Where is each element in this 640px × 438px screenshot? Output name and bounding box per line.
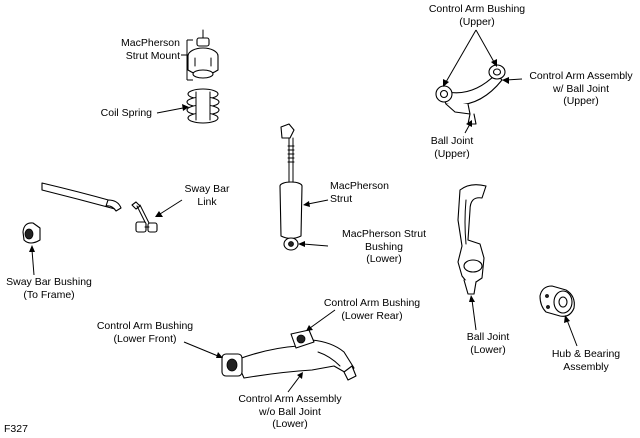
sway-bar-link-part — [131, 201, 158, 233]
label-strut-mount: MacPherson Strut Mount — [121, 37, 180, 62]
label-control-arm-bushing-lower-rear: Control Arm Bushing (Lower Rear) — [323, 297, 421, 322]
label-strut-bushing-lower: MacPherson Strut Bushing (Lower) — [341, 228, 427, 265]
upper-control-arm-part — [435, 64, 506, 125]
leader-lines — [29, 29, 578, 393]
label-sway-bar-link: Sway Bar Link — [184, 183, 230, 208]
sway-bar-bushing-part — [22, 222, 41, 244]
lower-control-arm-part — [221, 329, 357, 381]
label-control-arm-bushing-upper: Control Arm Bushing (Upper) — [428, 3, 526, 28]
label-control-arm-assembly-lower: Control Arm Assembly w/o Ball Joint (Low… — [238, 393, 342, 430]
label-macpherson-strut: MacPherson Strut — [330, 180, 389, 205]
label-sway-bar-bushing: Sway Bar Bushing (To Frame) — [6, 276, 92, 301]
label-control-arm-assembly-upper: Control Arm Assembly w/ Ball Joint (Uppe… — [529, 70, 633, 107]
steering-knuckle-part — [457, 184, 487, 295]
label-hub-bearing-assembly: Hub & Bearing Assembly — [551, 348, 621, 373]
sway-bar-part — [41, 182, 122, 212]
label-coil-spring: Coil Spring — [100, 107, 152, 119]
figure-code: F327 — [4, 423, 28, 435]
label-ball-joint-upper: Ball Joint (Upper) — [430, 135, 474, 160]
hub-bearing-part — [539, 285, 575, 317]
macpherson-strut-part — [279, 123, 303, 251]
coil-spring-part — [186, 88, 220, 124]
strut-mount-part — [187, 29, 219, 79]
label-control-arm-bushing-lower-front: Control Arm Bushing (Lower Front) — [96, 320, 194, 345]
label-ball-joint-lower: Ball Joint (Lower) — [466, 331, 510, 356]
